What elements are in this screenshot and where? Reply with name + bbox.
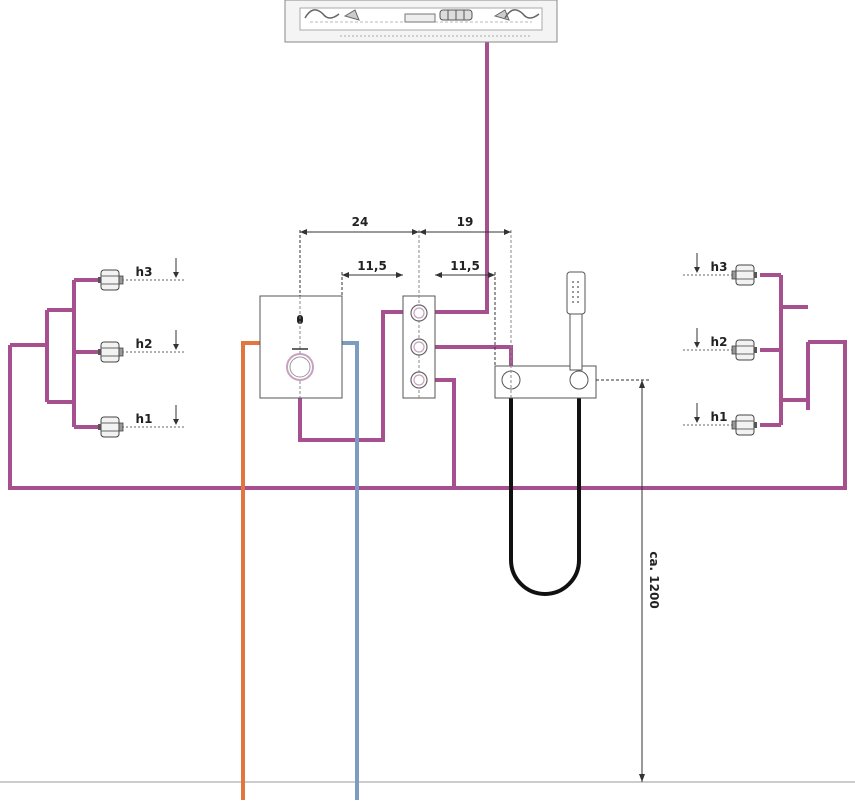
body-jet-right-h1: h1 bbox=[683, 403, 757, 436]
handshower-holder bbox=[494, 230, 597, 399]
right-body-jets: h3 h2 h1 bbox=[683, 253, 757, 436]
hot-supply-pipe bbox=[241, 341, 260, 800]
thermostat-loop bbox=[298, 310, 405, 442]
overhead-riser bbox=[435, 36, 489, 314]
diverter-main-link bbox=[435, 378, 456, 488]
right-jet-manifold bbox=[760, 273, 810, 427]
thermostat bbox=[259, 295, 343, 399]
dim-label-11-5-right: 11,5 bbox=[450, 259, 480, 273]
body-jet-left-h2: h2 bbox=[98, 330, 184, 363]
body-jet-left-h1: h1 bbox=[98, 405, 184, 438]
body-jet-right-h2: h2 bbox=[683, 328, 757, 361]
dimension-arrows bbox=[300, 229, 645, 782]
overhead-shower bbox=[284, 0, 558, 43]
jet-label-left-h2: h2 bbox=[136, 337, 153, 351]
dim-label-19: 19 bbox=[457, 215, 474, 229]
dim-label-11-5-left: 11,5 bbox=[357, 259, 387, 273]
left-jet-manifold bbox=[10, 278, 100, 429]
jet-label-left-h3: h3 bbox=[136, 265, 153, 279]
body-jet-left-h3: h3 bbox=[98, 258, 184, 291]
cold-supply-pipe bbox=[342, 341, 359, 800]
diverter-hand-link bbox=[435, 345, 513, 366]
jet-label-right-h3: h3 bbox=[711, 260, 728, 274]
dim-label-height: ca. 1200 bbox=[647, 551, 661, 608]
dimension-lines bbox=[299, 230, 650, 782]
jet-label-left-h1: h1 bbox=[136, 412, 153, 426]
body-jet-right-h3: h3 bbox=[683, 253, 757, 286]
dim-label-24: 24 bbox=[352, 215, 369, 229]
diverter-valve bbox=[402, 230, 436, 399]
main-pipe bbox=[8, 340, 847, 490]
shower-hose bbox=[509, 392, 581, 596]
jet-label-right-h1: h1 bbox=[711, 410, 728, 424]
jet-label-right-h2: h2 bbox=[711, 335, 728, 349]
left-body-jets: h3 h2 h1 bbox=[98, 258, 184, 438]
